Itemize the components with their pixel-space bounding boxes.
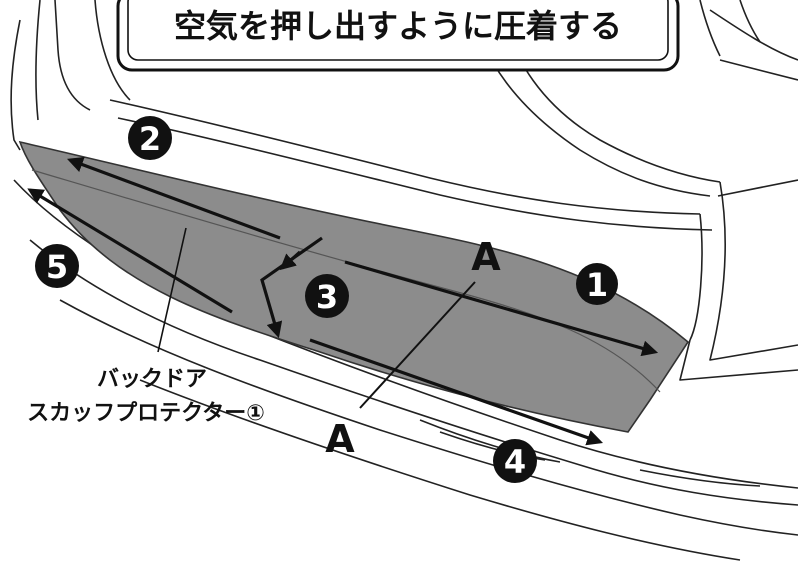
- arrow-step-1: [344, 260, 659, 357]
- point-label-a-upper: A: [471, 235, 501, 279]
- part-label-leader: [157, 227, 187, 353]
- step-badge-4: 4: [493, 439, 537, 483]
- protector-crease: [31, 169, 661, 393]
- svg-text:4: 4: [504, 443, 526, 481]
- vehicle-outline: [10, 0, 798, 561]
- step-badge-5: 5: [35, 244, 79, 288]
- arrow-step-5: [27, 188, 233, 314]
- arrow-step-3: [260, 236, 323, 339]
- scuff-protector-panel: [18, 140, 690, 433]
- svg-text:3: 3: [316, 278, 338, 316]
- svg-text:5: 5: [46, 248, 68, 286]
- title-box: 空気を押し出すように圧着する: [116, 0, 680, 72]
- step-badge-1: 1: [576, 263, 618, 305]
- part-label-line1: バックドア: [97, 367, 207, 392]
- arrow-step-4: [309, 338, 604, 446]
- svg-text:2: 2: [139, 120, 161, 158]
- title-text: 空気を押し出すように圧着する: [174, 7, 622, 45]
- part-label-line2: スカッフプロテクター①: [27, 401, 265, 426]
- section-line-a: [359, 281, 476, 409]
- point-label-a-lower: A: [325, 417, 355, 461]
- arrow-step-2: [67, 156, 281, 240]
- step-badge-3: 3: [305, 274, 349, 318]
- step-badge-2: 2: [128, 116, 172, 160]
- svg-text:1: 1: [586, 266, 608, 304]
